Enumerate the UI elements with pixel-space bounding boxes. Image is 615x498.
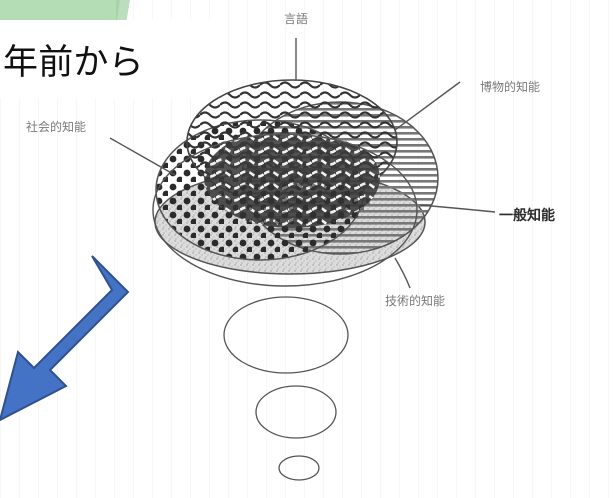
label-natural-history: 博物的知能 xyxy=(480,80,541,94)
stage-ellipse-small xyxy=(278,455,320,481)
caption-box: 年前から xyxy=(0,20,214,98)
stage-ellipse-medium xyxy=(255,385,337,439)
natural-history-leader-line xyxy=(394,81,461,131)
label-language: 言語 xyxy=(284,12,309,26)
general-intelligence-core-dots xyxy=(214,179,370,231)
technical-leader-line xyxy=(394,257,411,289)
caption-text: 年前から xyxy=(3,42,144,83)
label-social: 社会的知能 xyxy=(26,120,87,134)
outer-boundary-ellipse xyxy=(152,133,418,287)
arrow-down-left-icon xyxy=(0,255,130,422)
label-technical: 技術的知能 xyxy=(385,294,446,308)
social-leader-line xyxy=(109,137,176,176)
general-leader-line xyxy=(419,204,496,213)
stage-ellipse-large xyxy=(223,296,349,374)
label-general: 一般知能 xyxy=(499,208,555,224)
